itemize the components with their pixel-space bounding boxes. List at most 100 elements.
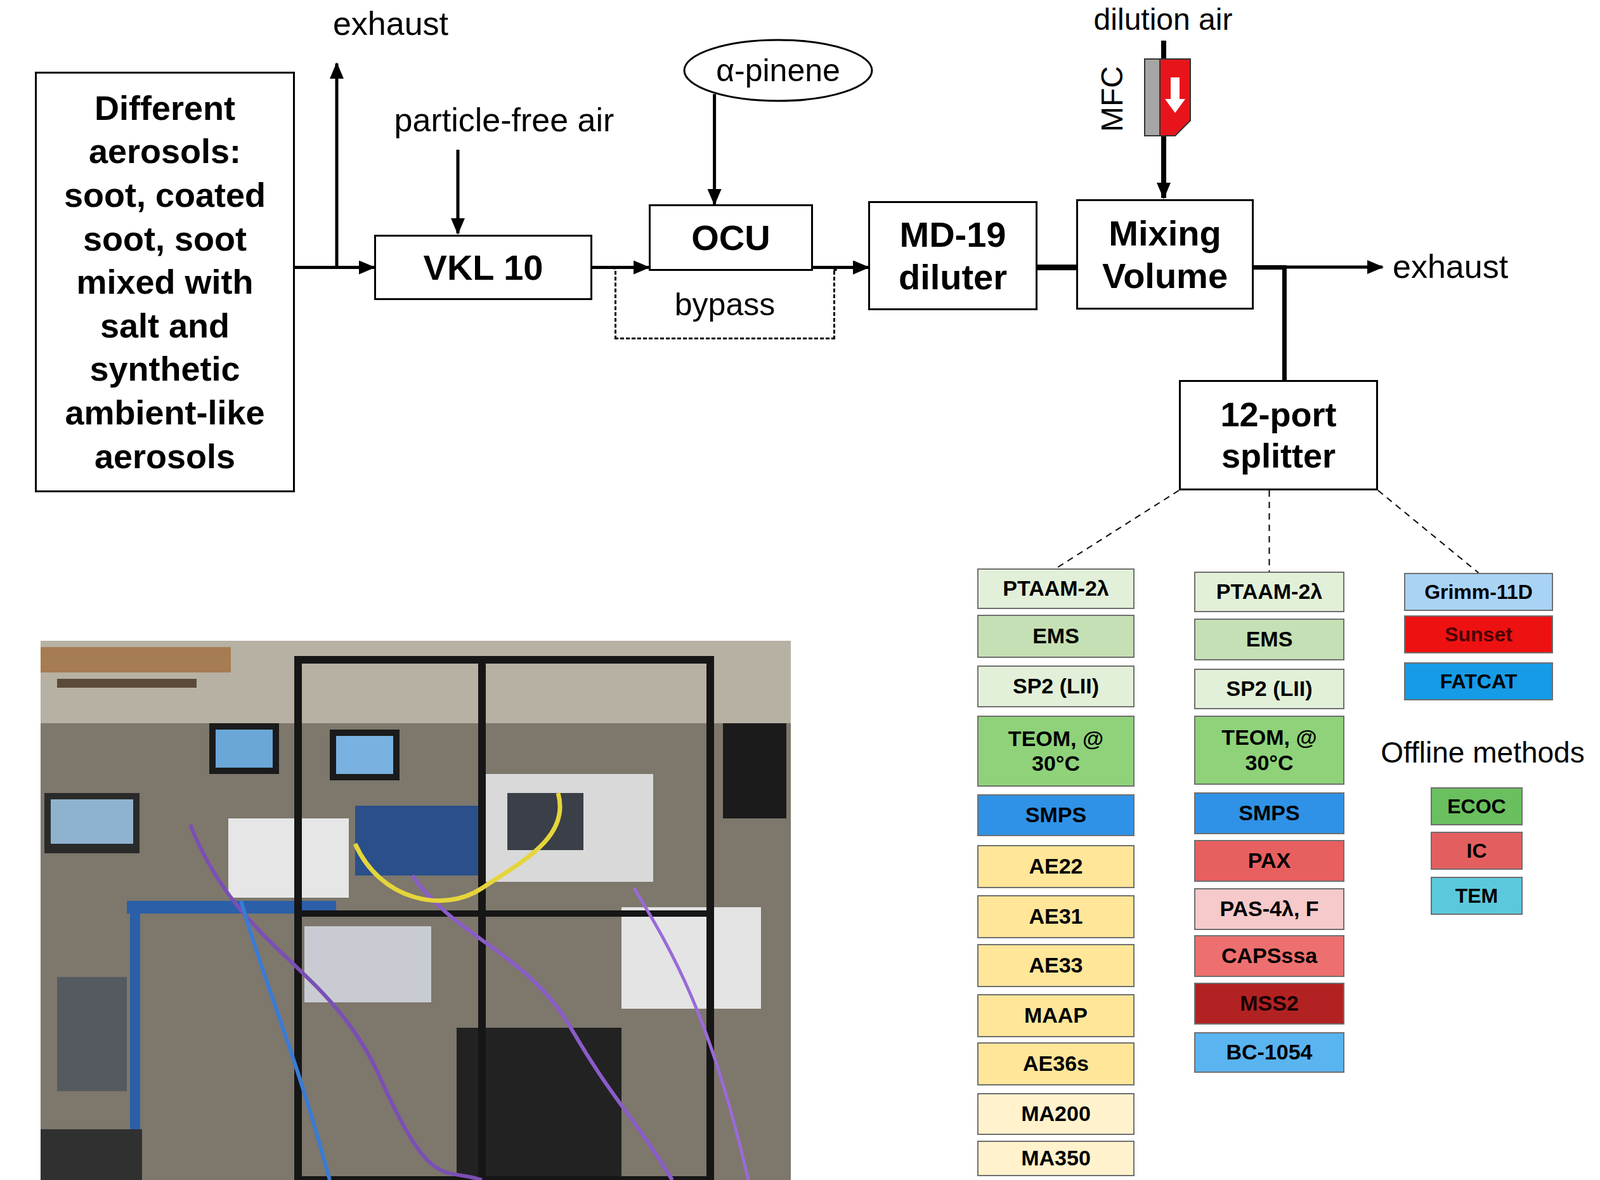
instrument-box: IC [1430, 831, 1523, 870]
node-text: SMPS [1025, 802, 1087, 827]
photo-cable [412, 875, 673, 1180]
lab-photo [40, 640, 791, 1180]
instrument-box: EMS [977, 614, 1135, 658]
node-text: BC-1054 [1225, 1039, 1313, 1065]
photo-monitor [329, 729, 400, 781]
photo-cable [355, 792, 560, 901]
node-text: Different aerosols: soot, coated soot, s… [44, 86, 286, 478]
photo-instrument [355, 805, 482, 876]
photo-boxes [40, 646, 231, 673]
precursor-ellipse: α-pinene [682, 38, 874, 103]
node-text: 12-port splitter [1188, 393, 1369, 477]
node-text: VKL 10 [423, 246, 544, 289]
node-text: AE36s [1022, 1050, 1089, 1076]
splitter-box: 12-port splitter [1178, 379, 1379, 491]
photo-monitor [722, 722, 787, 819]
photo-laptop [44, 792, 140, 853]
node-text: EMS [1246, 626, 1294, 652]
photo-instrument [304, 925, 432, 1002]
node-text: FATCAT [1440, 669, 1517, 694]
flow-connector [1378, 490, 1479, 573]
instrument-box: TEOM, @ 30°C [1194, 715, 1345, 785]
photo-rack [298, 659, 711, 1180]
photo-monitor [209, 722, 280, 774]
photo-shelf [57, 678, 197, 688]
photo-screen [215, 729, 273, 768]
instrument-box: Grimm-11D [1404, 572, 1554, 611]
photo-screen [336, 735, 394, 774]
instrument-box: AE33 [977, 943, 1135, 987]
photo-screen [50, 799, 134, 844]
node-text: IC [1466, 839, 1488, 863]
node-text: TEOM, @ 30°C [1199, 724, 1340, 775]
node-text: α-pinene [715, 51, 841, 90]
node-text: TEOM, @ 30°C [982, 726, 1130, 776]
flow-connector [1037, 264, 1077, 271]
mfc-arrow [1164, 77, 1186, 113]
node-text: Sunset [1444, 622, 1513, 647]
instrument-box: PAX [1194, 839, 1345, 882]
flow-connector [294, 265, 375, 269]
node-text: bypass [674, 285, 775, 324]
node-text: PTAAM-2λ [1216, 578, 1323, 604]
outlet-label: exhaust [332, 5, 449, 44]
node-text: OCU [691, 216, 770, 259]
node-text: SP2 (LII) [1012, 673, 1100, 699]
instrument-box: EMS [1194, 618, 1345, 661]
node-text: CAPSssa [1221, 943, 1318, 968]
node-text: SMPS [1238, 800, 1300, 826]
instrument-box: MA200 [977, 1092, 1135, 1135]
exhaust-arrow [335, 63, 339, 267]
photo-instrument [481, 773, 654, 882]
instrument-box: MSS2 [1194, 982, 1345, 1025]
photo-rack [478, 659, 486, 1180]
instrument-box: AE22 [977, 844, 1135, 888]
instrument-box: SP2 (LII) [1194, 668, 1345, 709]
flow-connector [1253, 267, 1285, 381]
photo-cable [190, 824, 482, 1180]
instrument-box: TEM [1430, 876, 1523, 915]
instrument-box: CAPSssa [1194, 934, 1345, 977]
instrument-box: MAAP [977, 993, 1135, 1037]
flow-connector [712, 93, 716, 205]
node-text: MA350 [1021, 1145, 1091, 1171]
instrument-box: Sunset [1404, 615, 1554, 654]
node-text: Grimm-11D [1424, 580, 1533, 604]
inlet-label: particle-free air [394, 101, 615, 140]
node-text: MD-19 diluter [877, 213, 1028, 299]
node-text: MA200 [1021, 1100, 1091, 1126]
group-label: Offline methods [1380, 735, 1585, 770]
photo-keyboard [40, 1128, 143, 1180]
node-text: SP2 (LII) [1225, 676, 1313, 701]
process-box: VKL 10 [374, 234, 593, 300]
instrument-box: PAS-4λ, F [1194, 887, 1345, 930]
process-box: MD-19 diluter [868, 201, 1038, 311]
node-text: TEM [1455, 884, 1499, 908]
flow-connector [592, 267, 615, 272]
node-text: AE31 [1028, 903, 1083, 929]
mfc-symbol [1159, 58, 1191, 136]
process-box: OCU [648, 204, 814, 271]
inlet-label: dilution air [1093, 1, 1233, 37]
ellipse-outline [684, 39, 872, 101]
instrument-box: ECOC [1430, 786, 1523, 826]
node-text: AE22 [1028, 853, 1083, 879]
instrument-box: AE36s [977, 1041, 1135, 1086]
process-box: Mixing Volume [1076, 199, 1254, 310]
node-text: AE33 [1028, 952, 1083, 978]
device-label: MFC [1094, 65, 1130, 132]
photo-wall [40, 640, 791, 723]
node-text: PTAAM-2λ [1002, 575, 1110, 601]
instrument-box: PTAAM-2λ [1194, 571, 1345, 612]
node-text: PAX [1248, 847, 1291, 873]
node-text: PAS-4λ, F [1219, 896, 1319, 921]
node-text: MSS2 [1239, 990, 1299, 1016]
instrument-box: TEOM, @ 30°C [977, 715, 1135, 787]
flow-connector [1268, 490, 1271, 572]
flow-connector [835, 267, 869, 272]
photo-instrument [57, 976, 127, 1091]
instrument-box: SMPS [1194, 792, 1345, 834]
air-inlet-arrow [456, 149, 460, 234]
node-text: MAAP [1024, 1002, 1088, 1028]
instrument-box: MA350 [977, 1140, 1135, 1176]
